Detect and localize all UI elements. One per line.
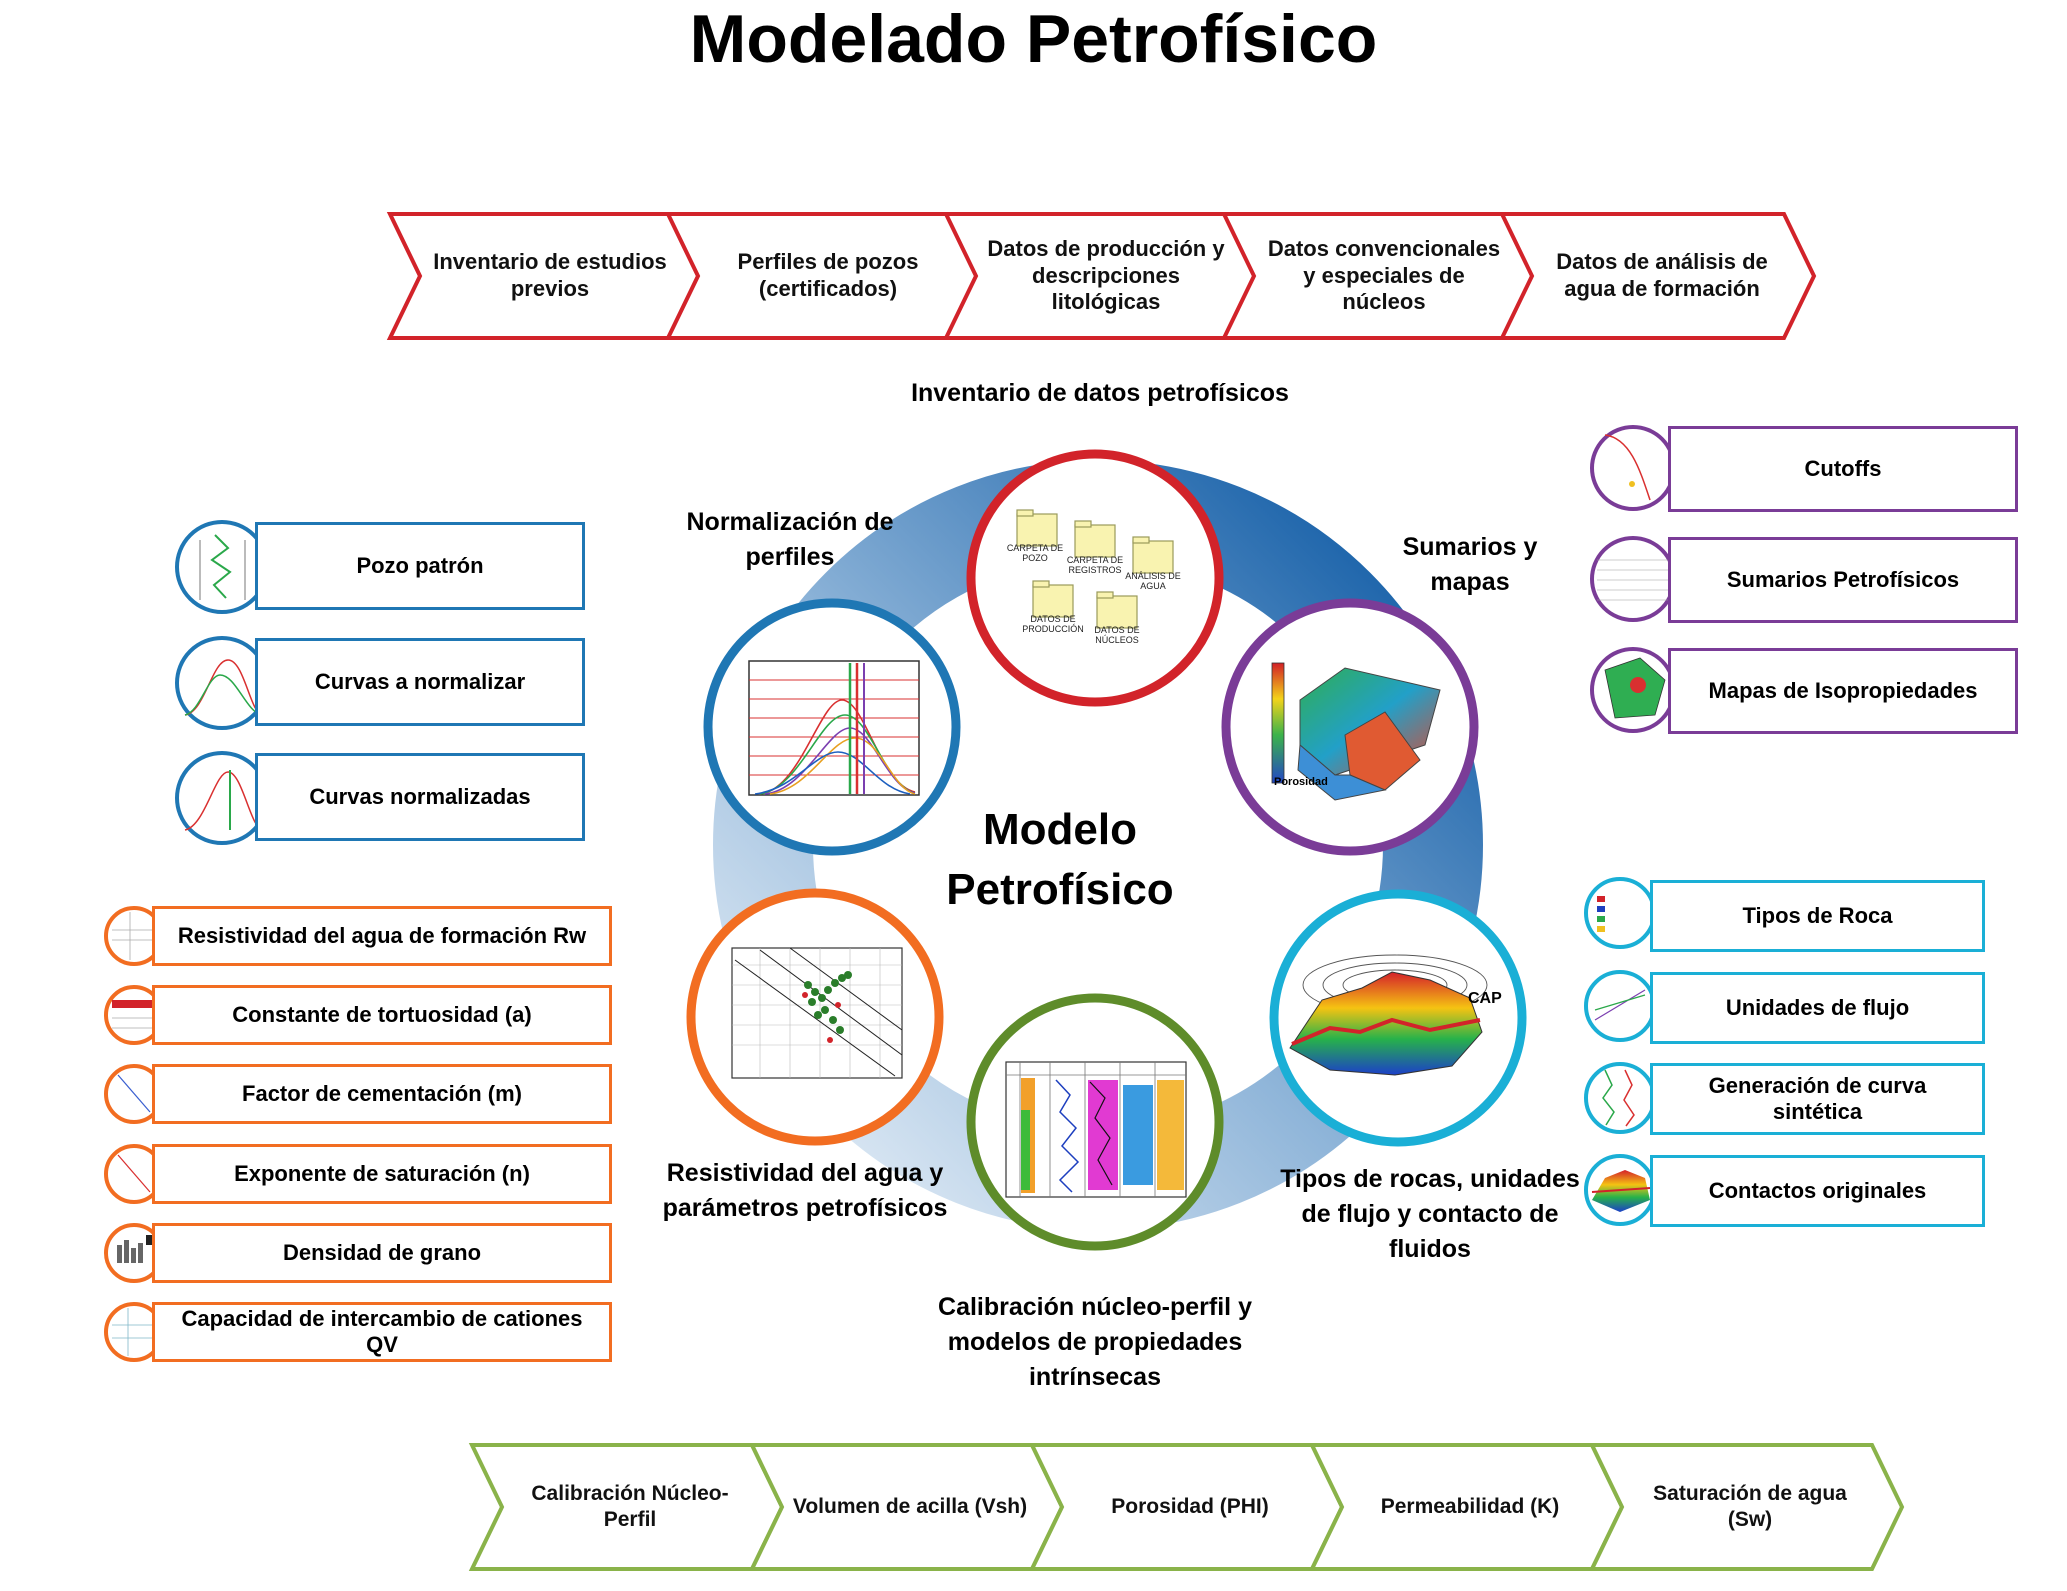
top-chevron-5-label: Datos de análisis de agua de formación	[1556, 249, 1768, 301]
bottom-chevron-1-label: Calibración Núcleo-Perfil	[531, 1482, 729, 1531]
node-normalizacion	[703, 598, 961, 856]
folder-icon	[1096, 595, 1138, 629]
purple-item-box: Sumarios Petrofísicos	[1668, 537, 2018, 623]
top-chevron-row	[386, 212, 1817, 340]
folder-label: DATOS DE PRODUCCIÓN	[1022, 614, 1084, 634]
purple-thumbnails	[1590, 425, 1676, 733]
blue-item-box: Curvas a normalizar	[255, 638, 585, 726]
cyan-item-box: Generación de curva sintética	[1650, 1063, 1985, 1135]
folder-label: ANÁLISIS DE AGUA	[1125, 571, 1181, 591]
orange-item-box: Factor de cementación (m)	[152, 1064, 612, 1124]
node-label-normalizacion: Normalización de perfiles	[686, 508, 894, 571]
folder-icon	[1132, 540, 1174, 574]
cap-label: CAP	[1468, 990, 1502, 1007]
blue-thumbnails	[175, 520, 269, 845]
bottom-chevron-5	[1588, 1443, 1905, 1571]
top-chevron-4-label: Datos convencionales y especiales de núc…	[1267, 235, 1501, 315]
node-label-resistividad: Resistividad del agua y parámetros petro…	[662, 1159, 948, 1222]
top-chevron-2-label: Perfiles de pozos (certificados)	[737, 249, 919, 301]
node-label-sumarios: Sumarios y mapas	[1402, 533, 1538, 596]
node-label-tipos: Tipos de rocas, unidades de flujo y cont…	[1280, 1165, 1580, 1263]
top-chevron-3-label: Datos de producción y descripciones lito…	[987, 235, 1225, 315]
orange-item-box: Constante de tortuosidad (a)	[152, 985, 612, 1045]
node-resistividad	[686, 888, 944, 1146]
node-tipos	[1269, 889, 1527, 1147]
node-sumarios	[1221, 598, 1479, 856]
cyan-item-box: Unidades de flujo	[1650, 972, 1985, 1044]
page-title: Modelado Petrofísico	[689, 1, 1378, 77]
cyan-item-box: Contactos originales	[1650, 1155, 1985, 1227]
cyan-thumbnails	[1584, 877, 1656, 1226]
orange-item-box: Resistividad del agua de formación Rw	[152, 906, 612, 966]
folder-label: DATOS DE NÚCLEOS	[1094, 625, 1140, 645]
folder-label: CARPETA DE REGISTROS	[1066, 555, 1124, 575]
folder-label: CARPETA DE POZO	[1006, 543, 1064, 563]
top-chevron-5	[1498, 212, 1817, 340]
folder-icon	[1032, 584, 1074, 618]
purple-item-box: Cutoffs	[1668, 426, 2018, 512]
center-label: Modelo Petrofísico	[946, 805, 1174, 914]
cyan-item-box: Tipos de Roca	[1650, 880, 1985, 952]
top-chevron-1-label: Inventario de estudios previos	[433, 249, 667, 301]
folder-icon	[1016, 513, 1058, 547]
blue-item-box: Curvas normalizadas	[255, 753, 585, 841]
blue-item-box: Pozo patrón	[255, 522, 585, 610]
bottom-chevron-row	[468, 1443, 1905, 1571]
map-legend-label: Porosidad	[1274, 776, 1328, 788]
bottom-chevron-2-label: Volumen de acilla (Vsh)	[792, 1495, 1028, 1519]
orange-item-box: Exponente de saturación (n)	[152, 1144, 612, 1204]
node-label-calibracion: Calibración núcleo-perfil y modelos de p…	[938, 1293, 1252, 1391]
bottom-chevron-4-label: Permeabilidad (K)	[1380, 1495, 1560, 1519]
folder-icon	[1074, 524, 1116, 558]
orange-item-box: Capacidad de intercambio de cationes QV	[152, 1302, 612, 1362]
node-inventory	[966, 449, 1224, 707]
bottom-chevron-3-label: Porosidad (PHI)	[1111, 1495, 1269, 1519]
node-calibracion	[966, 993, 1224, 1251]
orange-item-box: Densidad de grano	[152, 1223, 612, 1283]
orange-thumbnails	[104, 906, 164, 1362]
bottom-chevron-5-label: Saturación de agua (Sw)	[1653, 1482, 1847, 1531]
inventory-caption: Inventario de datos petrofísicos	[911, 379, 1289, 407]
purple-item-box: Mapas de Isopropiedades	[1668, 648, 2018, 734]
